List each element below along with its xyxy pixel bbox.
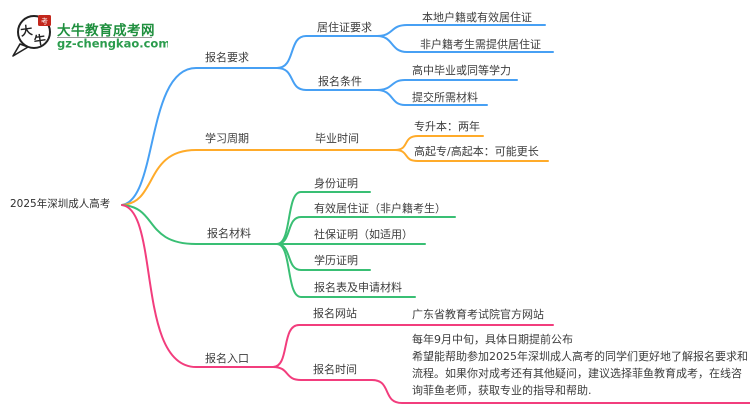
branch-lines-signup-materials (121, 191, 456, 298)
signup-time-note-line2: 希望能帮助参加2025年深圳成人高考的同学们更好地了解报名要求和流程。如果你对成… (412, 350, 748, 397)
leaf-local-household-or-permit: 本地户籍或有效居住证 (422, 11, 532, 24)
connector-root-to-signup-entrance (121, 204, 274, 368)
leaf-nonlocal-needs-permit: 非户籍考生需提供居住证 (420, 38, 541, 51)
node-signup-materials: 报名材料 (207, 227, 251, 240)
logo-bubble-text: 大 牛 (19, 22, 47, 48)
connector-to-nonlocal-permit-leaf (376, 35, 554, 53)
site-logo-graphic: 大 牛 考 大牛教育成考网 gz-chengkao.com (12, 15, 170, 57)
connector-to-materials-submit-leaf (376, 89, 488, 106)
leaf-highschool-or-equivalent: 高中毕业或同等学力 (412, 64, 511, 77)
connector-to-longer-duration-leaf (394, 149, 549, 162)
logo-bubble-char-2: 牛 (33, 31, 47, 48)
node-signup-time: 报名时间 (313, 363, 357, 376)
logo-bubble-tail (12, 43, 29, 57)
leaf-upgrade-two-years: 专升本：两年 (414, 120, 480, 133)
connector-to-time-note (371, 379, 750, 404)
logo-seal (38, 15, 51, 26)
connector-to-highschool-leaf (376, 79, 518, 91)
leaf-signup-time-note: 每年9月中旬，具体日期提前公布 希望能帮助参加2025年深圳成人高考的同学们更好… (412, 331, 748, 399)
connector-root-to-signup-materials (121, 204, 278, 245)
connector-to-local-household-leaf (376, 24, 546, 37)
node-signup-requirements: 报名要求 (205, 51, 249, 64)
branch-lines-signup-entrance (121, 204, 750, 404)
connector-root-to-study-period (121, 149, 396, 206)
connector-to-signup-time (272, 366, 373, 381)
connector-to-residence-permit-requirement (276, 35, 378, 69)
node-study-period: 学习周期 (205, 132, 249, 145)
connector-root-to-signup-requirements (121, 67, 278, 206)
node-signup-website: 报名网站 (313, 307, 357, 320)
leaf-social-security-proof: 社保证明（如适用） (314, 228, 413, 241)
branch-lines-study-period (121, 135, 549, 206)
leaf-submit-required-materials: 提交所需材料 (412, 91, 478, 104)
branch-lines-signup-requirements (121, 24, 554, 206)
node-signup-conditions: 报名条件 (318, 75, 362, 88)
leaf-maybe-longer: 高起专/高起本：可能更长 (414, 145, 539, 158)
connector-to-signup-website (272, 324, 554, 368)
leaf-guangdong-exam-authority-site: 广东省教育考试院官方网站 (412, 308, 544, 321)
leaf-application-form-materials: 报名表及申请材料 (314, 281, 402, 294)
leaf-education-proof: 学历证明 (314, 254, 358, 267)
signup-time-note-line1: 每年9月中旬，具体日期提前公布 (412, 333, 573, 346)
connector-to-application-form-leaf (276, 243, 416, 298)
logo-domain: gz-chengkao.com (57, 37, 168, 51)
logo-bubble-char-1: 大 (19, 22, 33, 39)
leaf-id-proof: 身份证明 (314, 177, 358, 190)
logo-seal-text: 考 (41, 18, 48, 26)
connector-to-signup-conditions (276, 67, 378, 91)
logo-title: 大牛教育成考网 (57, 22, 155, 39)
node-signup-entrance: 报名入口 (205, 352, 249, 365)
root-node: 2025年深圳成人高考 (10, 198, 111, 210)
leaf-valid-residence-permit: 有效居住证（非户籍考生） (314, 202, 446, 215)
node-graduation-time: 毕业时间 (315, 132, 359, 145)
node-residence-permit-requirement: 居住证要求 (317, 21, 372, 34)
site-logo: 大 牛 考 大牛教育成考网 gz-chengkao.com (6, 8, 170, 60)
